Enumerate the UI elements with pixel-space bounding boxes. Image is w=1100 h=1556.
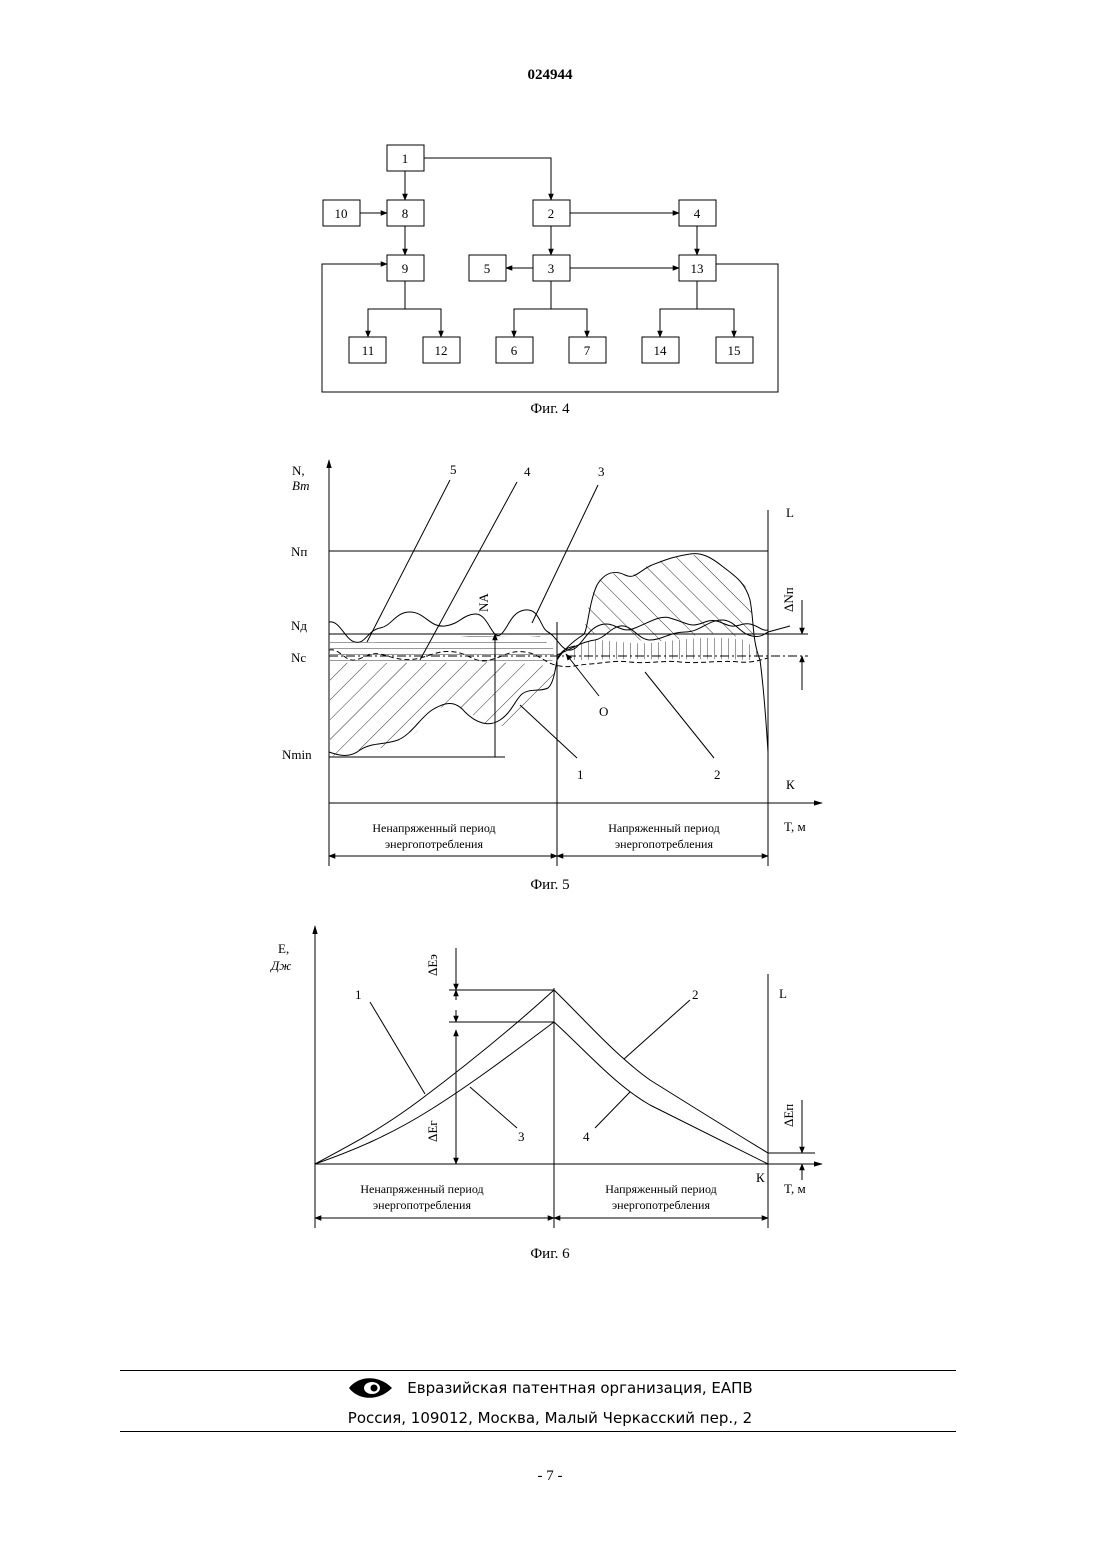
- figure-6-diagram: Е, Дж ΔЕэ ΔЕг ΔЕп L К T, м 1 3 2 4 Ненап…: [269, 926, 822, 1262]
- fig5-hatch-region-d: [568, 638, 760, 660]
- fig5-label-l: L: [786, 505, 794, 520]
- block-12-label: 12: [435, 343, 448, 358]
- page-number: - 7 -: [0, 1468, 1100, 1485]
- block-9-label: 9: [402, 261, 409, 276]
- fig5-hatch-region-a: [330, 661, 555, 758]
- fig5-label-o: О: [599, 704, 608, 719]
- fig5-curve-label-1: 1: [577, 767, 584, 782]
- fig6-curve-label-4: 4: [583, 1129, 590, 1144]
- figure-5-caption: Фиг. 5: [530, 877, 569, 893]
- fig6-period1-line1: Ненапряженный период: [360, 1182, 483, 1196]
- footer-top-rule: [120, 1370, 956, 1371]
- fig6-x-label: T, м: [784, 1181, 806, 1196]
- fig5-y-label-1: N,: [292, 463, 305, 478]
- block-13-label: 13: [691, 261, 704, 276]
- fig5-tick-nmin: Nmin: [282, 747, 312, 762]
- fig5-tick-nd: Nд: [291, 618, 307, 633]
- block-1-label: 1: [402, 151, 409, 166]
- fig5-label-k: К: [786, 777, 795, 792]
- fig5-label-na: NА: [476, 593, 491, 612]
- figure-4-caption: Фиг. 4: [530, 401, 570, 417]
- block-2-label: 2: [548, 206, 555, 221]
- fig5-curve-label-4: 4: [524, 464, 531, 479]
- fig5-label-dnp: ΔNп: [781, 587, 796, 612]
- fig6-period2-line2: энергопотребления: [612, 1198, 710, 1212]
- block-14-label: 14: [654, 343, 668, 358]
- fig6-period2-line1: Напряженный период: [605, 1182, 717, 1196]
- fig6-y-label-2: Дж: [269, 958, 291, 973]
- block-6-label: 6: [511, 343, 518, 358]
- fig6-period1-line2: энергопотребления: [373, 1198, 471, 1212]
- fig5-curve-label-3: 3: [598, 464, 605, 479]
- fig6-label-der: ΔЕг: [425, 1120, 440, 1142]
- block-11-label: 11: [362, 343, 375, 358]
- fig6-curve-label-2: 2: [692, 987, 699, 1002]
- fig6-label-den: ΔЕп: [781, 1104, 796, 1127]
- fig5-x-label: T, м: [784, 819, 806, 834]
- block-5-label: 5: [484, 261, 491, 276]
- figure-6-caption: Фиг. 6: [530, 1246, 570, 1262]
- footer-bottom-rule: [120, 1431, 956, 1432]
- fig5-period2-line1: Напряженный период: [608, 821, 720, 835]
- fig6-label-k: К: [756, 1170, 765, 1185]
- block-8-label: 8: [402, 206, 409, 221]
- fig6-curve-label-1: 1: [355, 987, 362, 1002]
- fig6-y-label-1: Е,: [278, 941, 289, 956]
- fig6-label-l: L: [779, 986, 787, 1001]
- fig5-tick-nc: Nс: [291, 650, 306, 665]
- fig5-tick-np: Nп: [291, 544, 307, 559]
- block-3-label: 3: [548, 261, 555, 276]
- fig5-hatch-region-c: [585, 555, 755, 642]
- fig5-period1-line2: энергопотребления: [385, 837, 483, 851]
- block-15-label: 15: [728, 343, 741, 358]
- fig5-y-label-2: Вт: [292, 478, 310, 493]
- fig5-period1-line1: Ненапряженный период: [372, 821, 495, 835]
- block-4-label: 4: [694, 206, 701, 221]
- block-10-label: 10: [335, 206, 348, 221]
- fig6-curve-label-3: 3: [518, 1129, 525, 1144]
- footer-org: Евразийская патентная организация, ЕАПВ: [0, 1379, 1100, 1397]
- block-7-label: 7: [584, 343, 591, 358]
- figure-5-diagram: N, Вт Nп Nд Nс Nmin NА ΔNп О L К T, м 5 …: [282, 460, 822, 893]
- footer-address: Россия, 109012, Москва, Малый Черкасский…: [0, 1409, 1100, 1427]
- fig5-curve-label-5: 5: [450, 462, 457, 477]
- fig5-period2-line2: энергопотребления: [615, 837, 713, 851]
- fig6-label-dee: ΔЕэ: [425, 954, 440, 976]
- fig5-curve-label-2: 2: [714, 767, 721, 782]
